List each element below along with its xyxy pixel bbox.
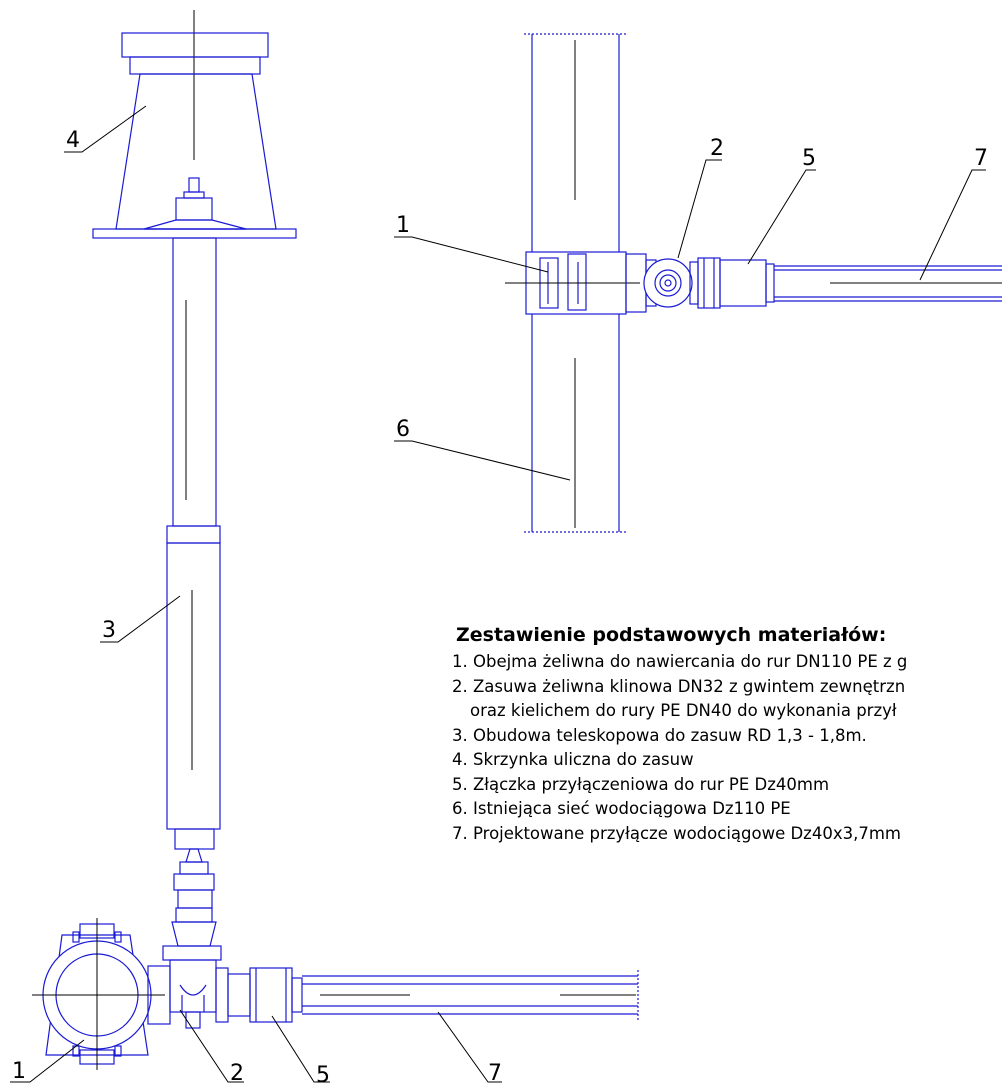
legend-item-2-continued: oraz kielichem do rury PE DN40 do wykona…	[470, 701, 897, 720]
legend-title: Zestawienie podstawowych materiałów:	[456, 624, 887, 646]
label-side-service-pipe: 7	[488, 1061, 502, 1086]
legend-item-6: 6. Istniejąca sieć wodociągowa Dz110 PE	[452, 799, 791, 818]
coupling-top	[697, 257, 775, 309]
label-top-service-pipe: 7	[974, 146, 988, 171]
clamp-side	[32, 918, 171, 1070]
valve-side	[162, 848, 222, 1029]
street-box	[92, 10, 297, 239]
label-top-clamp: 1	[396, 213, 410, 238]
legend-item-4: 4. Skrzynka uliczna do zasuw	[452, 750, 694, 769]
label-side-valve: 2	[230, 1061, 244, 1086]
label-top-coupling: 5	[802, 146, 816, 171]
legend-item-5: 5. Złączka przyłączeniowa do rur PE Dz40…	[452, 774, 830, 794]
label-top-valve: 2	[710, 136, 724, 161]
leader-lines	[10, 105, 986, 1083]
label-side-telescopic-housing: 3	[102, 618, 116, 643]
label-side-street-box: 4	[66, 128, 80, 153]
label-top-main-pipe: 6	[396, 417, 410, 442]
service-pipe-top	[774, 265, 1002, 302]
clamp-top	[505, 251, 640, 315]
materials-legend: Zestawienie podstawowych materiałów: 1. …	[452, 624, 907, 846]
coupling-side	[215, 967, 303, 1023]
legend-item-2: 2. Zasuwa żeliwna klinowa DN32 z gwintem…	[452, 676, 906, 696]
service-pipe-side	[302, 970, 639, 1020]
side-view	[32, 10, 639, 1070]
label-side-coupling: 5	[316, 1063, 330, 1086]
label-side-clamp: 1	[12, 1059, 26, 1084]
valve-top	[625, 253, 699, 313]
label-numbers: 1 2 5 7 6 4 3 1 2 5 7	[12, 128, 988, 1086]
legend-item-3: 3. Obudowa teleskopowa do zasuw RD 1,3 -…	[452, 725, 867, 745]
legend-item-7: 7. Projektowane przyłącze wodociągowe Dz…	[452, 823, 901, 843]
telescopic-housing	[166, 237, 221, 850]
legend-item-1: 1. Obejma żeliwna do nawiercania do rur …	[452, 652, 908, 671]
top-view	[505, 33, 1002, 533]
